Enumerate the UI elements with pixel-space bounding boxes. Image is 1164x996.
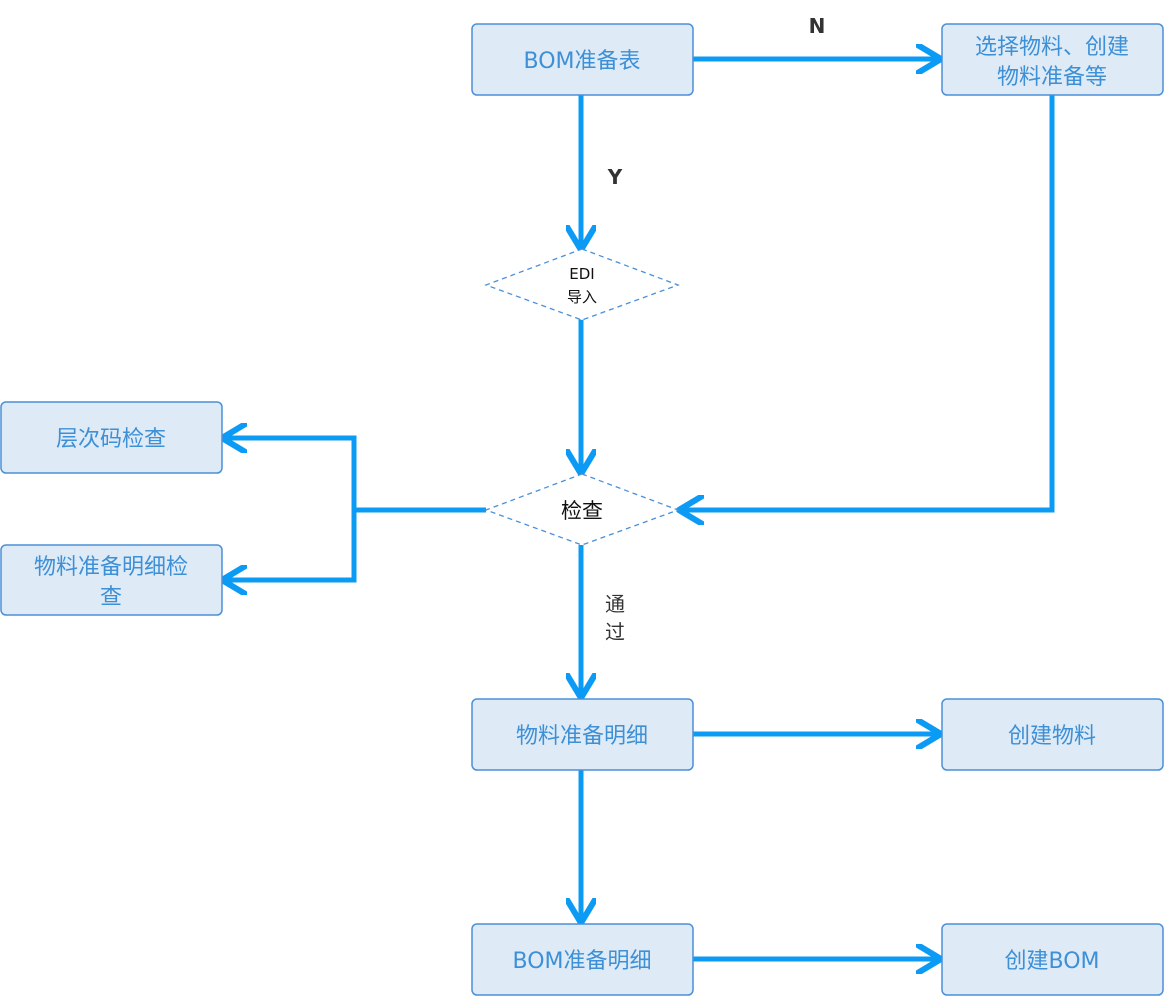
node-bom-prep-detail-label: BOM准备明细	[512, 949, 651, 974]
node-select-material-line1: 选择物料、创建	[975, 35, 1129, 60]
decision-edi-import: EDI 导入	[484, 248, 680, 321]
node-material-prep-detail-check: 物料准备明细检 查	[0, 544, 223, 616]
node-create-material: 创建物料	[941, 698, 1164, 771]
decision-check-label: 检查	[561, 499, 603, 523]
node-bom-prep-table-label: BOM准备表	[523, 49, 640, 74]
node-create-material-label: 创建物料	[1008, 724, 1096, 749]
node-material-prep-detail-check-line1: 物料准备明细检	[34, 555, 188, 580]
edge-branch-to-level-code-check	[227, 438, 357, 510]
edge-label-yes: Y	[607, 165, 623, 189]
edge-label-no: N	[809, 14, 826, 38]
decision-check: 检查	[484, 473, 680, 546]
decision-edi-import-line2: 导入	[567, 288, 597, 306]
node-select-material: 选择物料、创建 物料准备等	[941, 23, 1164, 96]
edge-branch-to-material-detail-check	[227, 510, 357, 580]
edge-select-material-to-check	[684, 95, 1055, 510]
node-level-code-check-label: 层次码检查	[56, 427, 166, 452]
node-select-material-line2: 物料准备等	[997, 65, 1107, 90]
edge-label-pass-line1: 通	[605, 592, 625, 616]
node-material-prep-detail-label: 物料准备明细	[516, 724, 648, 749]
node-bom-prep-table: BOM准备表	[471, 23, 694, 96]
edge-label-pass-line2: 过	[605, 620, 625, 644]
edges	[227, 59, 1055, 959]
node-create-bom: 创建BOM	[941, 923, 1164, 996]
node-material-prep-detail: 物料准备明细	[471, 698, 694, 771]
node-level-code-check: 层次码检查	[0, 401, 223, 474]
decision-edi-import-line1: EDI	[569, 265, 594, 283]
node-create-bom-label: 创建BOM	[1004, 949, 1099, 974]
node-bom-prep-detail: BOM准备明细	[471, 923, 694, 996]
node-material-prep-detail-check-line2: 查	[100, 585, 122, 610]
